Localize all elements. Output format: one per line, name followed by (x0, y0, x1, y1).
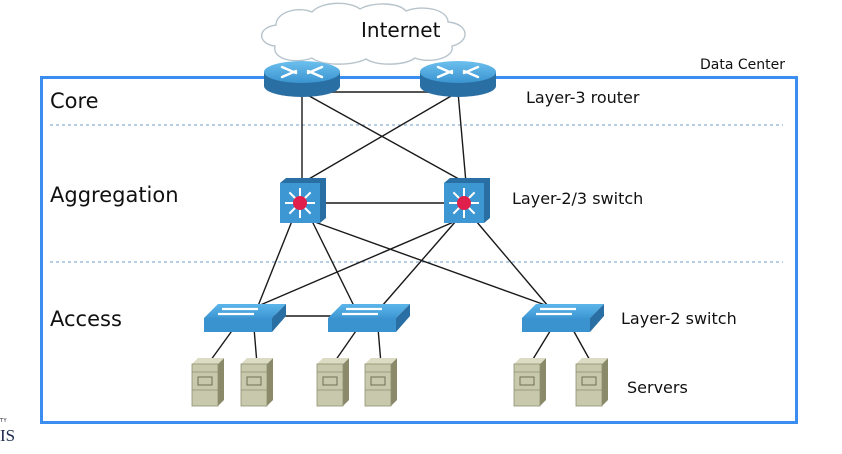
link-a2-s1 (257, 220, 457, 307)
layer23-switch-label: Layer-2/3 switch (512, 189, 644, 208)
server-drive-bay (519, 376, 535, 386)
data-center-label: Data Center (700, 57, 785, 73)
router-r1 (264, 61, 340, 97)
l2switch-s3 (522, 304, 604, 332)
server-sv1 (191, 358, 224, 407)
switch-arrows-icon (536, 307, 576, 316)
server-drive-bay (246, 376, 262, 386)
l3switch-a2 (444, 178, 490, 223)
server-sv5 (513, 358, 546, 407)
link-a2-s3 (475, 220, 549, 307)
server-sv2 (240, 358, 273, 407)
server-sv6 (575, 358, 608, 407)
server-sv4 (364, 358, 397, 407)
server-drive-bay (581, 376, 597, 386)
switch-arrows-icon (342, 307, 382, 316)
internet-label: Internet (361, 18, 441, 42)
link-a2-s2 (381, 220, 457, 307)
tier-label-aggregation: Aggregation (50, 183, 179, 207)
router-arrows-icon (280, 65, 324, 79)
switch-hub-dot (457, 196, 471, 210)
router-r2 (420, 61, 496, 97)
router-arrows-icon (436, 65, 480, 79)
data-center-boundary (40, 76, 798, 424)
link-r2-a1 (301, 91, 459, 184)
logo-fragment-top: TY (0, 418, 8, 424)
l2switch-s1 (204, 304, 286, 332)
link-a1-s1 (257, 220, 293, 307)
server-sv3 (316, 358, 349, 407)
server-drive-bay (322, 376, 338, 386)
server-drive-bay (370, 376, 386, 386)
link-r2-a2 (457, 91, 467, 184)
link-a1-s2 (311, 220, 355, 307)
link-a1-s3 (311, 220, 549, 307)
tier-label-core: Core (50, 89, 99, 113)
layer3-router-label: Layer-3 router (526, 88, 640, 107)
l2switch-s2 (328, 304, 410, 332)
l3switch-a1 (280, 178, 326, 223)
internet-cloud (260, 2, 466, 65)
layer2-switch-label: Layer-2 switch (621, 309, 737, 328)
switch-arrows-icon (218, 307, 258, 316)
logo-fragment-bottom: IS (0, 426, 16, 445)
link-r1-a2 (301, 91, 467, 184)
server-drive-bay (197, 376, 213, 386)
switch-hub-dot (293, 196, 307, 210)
tier-label-access: Access (50, 307, 122, 331)
servers-label: Servers (627, 378, 688, 397)
